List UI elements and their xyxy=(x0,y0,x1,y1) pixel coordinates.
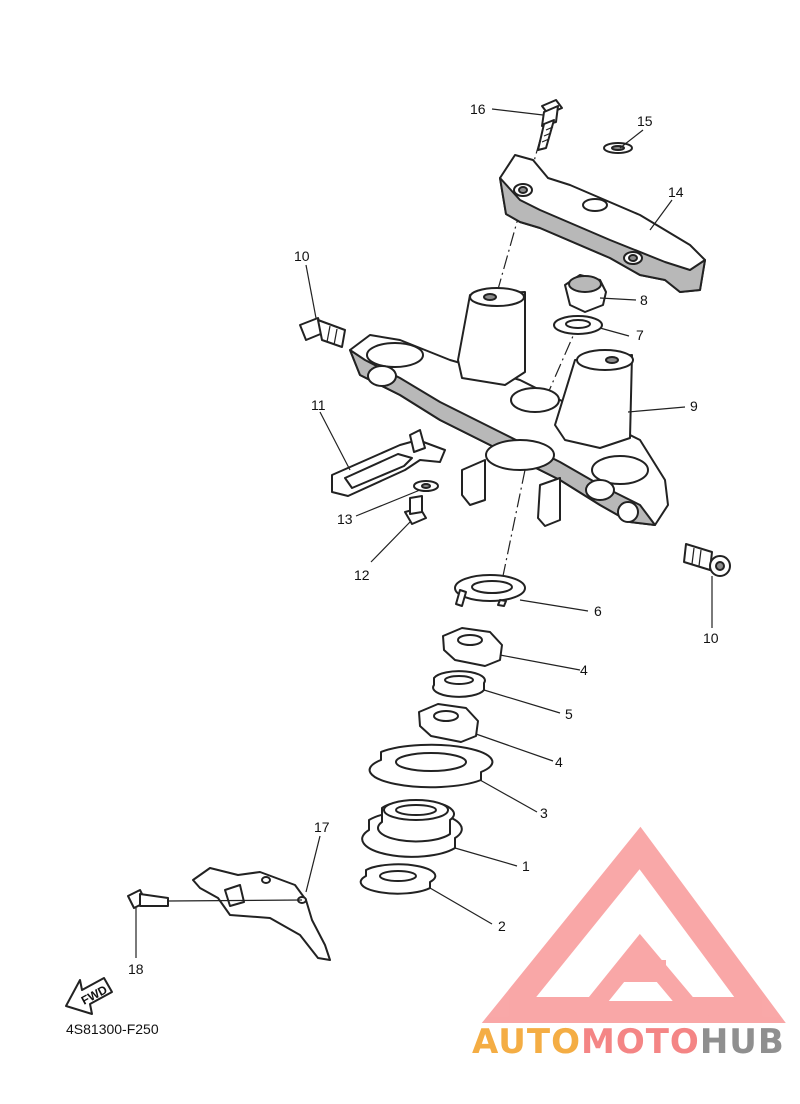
callout-6: 6 xyxy=(594,603,602,619)
callout-12: 12 xyxy=(354,567,370,583)
part-4-ring-nut-lower xyxy=(418,703,479,743)
part-9-bracket xyxy=(349,287,669,527)
fwd-arrow: FWD xyxy=(65,977,113,1015)
callout-9: 9 xyxy=(690,398,698,414)
part-10-bolt-left xyxy=(299,317,346,348)
part-8-nut xyxy=(564,274,607,313)
callout-16: 16 xyxy=(470,101,486,117)
callout-3: 3 xyxy=(540,805,548,821)
leader-lines xyxy=(135,108,713,958)
callout-1: 1 xyxy=(522,858,530,874)
part-7-washer xyxy=(553,315,603,335)
callout-18: 18 xyxy=(128,961,144,977)
callout-5: 5 xyxy=(565,706,573,722)
callout-4-upper: 4 xyxy=(580,662,588,678)
part-5-washer xyxy=(432,670,486,698)
part-3-dust-seal xyxy=(368,743,494,789)
diagram-code: 4S81300-F250 xyxy=(66,1021,159,1037)
part-13-washer xyxy=(413,480,439,492)
part-18-bolt xyxy=(127,889,303,909)
part-14-upper-holder xyxy=(499,154,706,293)
watermark-text: AUTOMOTOHUB xyxy=(472,1022,785,1062)
part-17-bracket xyxy=(192,867,331,961)
part-15-washer xyxy=(603,142,633,154)
part-6-lock-washer xyxy=(454,574,526,607)
callout-labels: 16 15 14 10 8 7 9 11 13 12 10 6 4 5 4 3 … xyxy=(128,101,719,977)
axis-nut-8 xyxy=(544,319,581,401)
callout-2: 2 xyxy=(498,918,506,934)
part-10-bolt-right xyxy=(683,543,731,577)
part-16-bolt xyxy=(537,99,563,151)
part-2-seal xyxy=(359,863,437,895)
part-4-ring-nut-upper xyxy=(442,627,503,667)
part-1-bearing xyxy=(361,799,463,858)
callout-17: 17 xyxy=(314,819,330,835)
callout-7: 7 xyxy=(636,327,644,343)
axis-stem xyxy=(497,469,526,601)
callout-15: 15 xyxy=(637,113,653,129)
callout-13: 13 xyxy=(337,511,353,527)
part-12-bolt xyxy=(404,495,427,525)
callout-11: 11 xyxy=(311,397,326,413)
callout-14: 14 xyxy=(668,184,684,200)
watermark-logo: AUTOMOTOHUB xyxy=(472,826,786,1062)
callout-4-lower: 4 xyxy=(555,754,563,770)
callout-10-left: 10 xyxy=(294,248,310,264)
part-11-cable-guide xyxy=(331,429,446,497)
callout-10-right: 10 xyxy=(703,630,719,646)
callout-8: 8 xyxy=(640,292,648,308)
